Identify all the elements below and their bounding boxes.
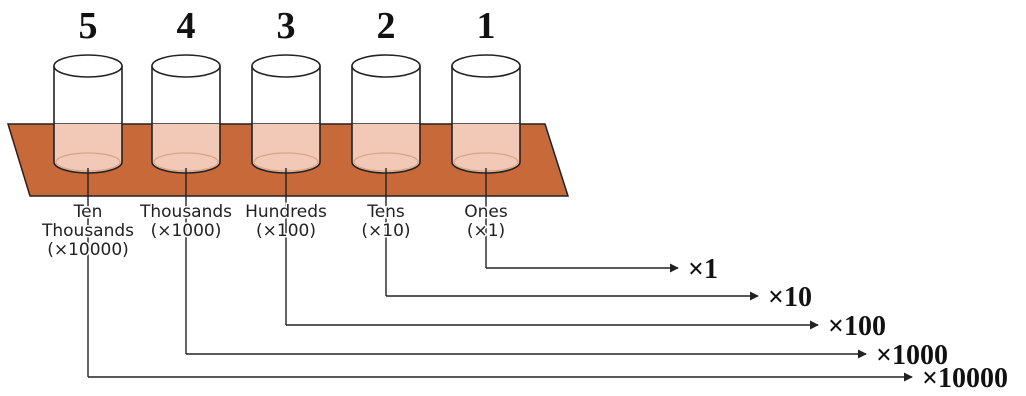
multiplier-tens: ×10 bbox=[768, 282, 812, 313]
place-label-thousands-line-1: (×1000) bbox=[151, 221, 222, 241]
cup-tint bbox=[252, 124, 320, 173]
multiplier-hundreds: ×100 bbox=[828, 311, 886, 342]
cup-rim bbox=[151, 54, 221, 78]
cup-hundreds bbox=[251, 54, 321, 174]
place-label-ten-thousands-line-0: Ten bbox=[73, 202, 103, 222]
digit-ones: 1 bbox=[477, 5, 496, 47]
multiplier-thousands: ×1000 bbox=[876, 340, 948, 371]
cup-thousands bbox=[151, 54, 221, 174]
place-label-tens-line-1: (×10) bbox=[361, 221, 410, 241]
place-label-thousands-line-0: Thousands bbox=[139, 202, 232, 222]
cup-tint bbox=[452, 124, 520, 173]
cup-tint bbox=[152, 124, 220, 173]
place-label-ten-thousands-line-2: (×10000) bbox=[47, 240, 129, 260]
place-label-hundreds-line-1: (×100) bbox=[256, 221, 316, 241]
multiplier-ones: ×1 bbox=[688, 254, 718, 285]
cup-rim bbox=[251, 54, 321, 78]
cup-rim bbox=[451, 54, 521, 78]
cup-rim bbox=[53, 54, 123, 78]
digit-tens: 2 bbox=[377, 5, 396, 47]
cup-ten-thousands bbox=[53, 54, 123, 174]
digit-hundreds: 3 bbox=[277, 5, 296, 47]
cup-tint bbox=[352, 124, 420, 173]
cup-ones bbox=[451, 54, 521, 174]
multiplier-ten-thousands: ×10000 bbox=[922, 363, 1008, 394]
cup-tens bbox=[351, 54, 421, 174]
digit-thousands: 4 bbox=[177, 5, 196, 47]
place-label-ones-line-0: Ones bbox=[464, 202, 508, 222]
digits-layer: 5 4 3 2 1 bbox=[79, 5, 496, 47]
connectors-layer: ×10000×1000×100 ×10 ×1 bbox=[87, 168, 1008, 394]
place-label-tens-line-0: Tens bbox=[366, 202, 405, 222]
place-label-ones-line-1: (×1) bbox=[467, 221, 505, 241]
cups-layer bbox=[53, 54, 521, 174]
cup-tint bbox=[54, 124, 122, 173]
cup-rim bbox=[351, 54, 421, 78]
place-label-ten-thousands-line-1: Thousands bbox=[41, 221, 134, 241]
digit-ten-thousands: 5 bbox=[79, 5, 98, 47]
labels-layer: TenThousands(×10000)Thousands(×1000)Hund… bbox=[39, 201, 509, 262]
place-label-hundreds-line-0: Hundreds bbox=[245, 202, 327, 222]
